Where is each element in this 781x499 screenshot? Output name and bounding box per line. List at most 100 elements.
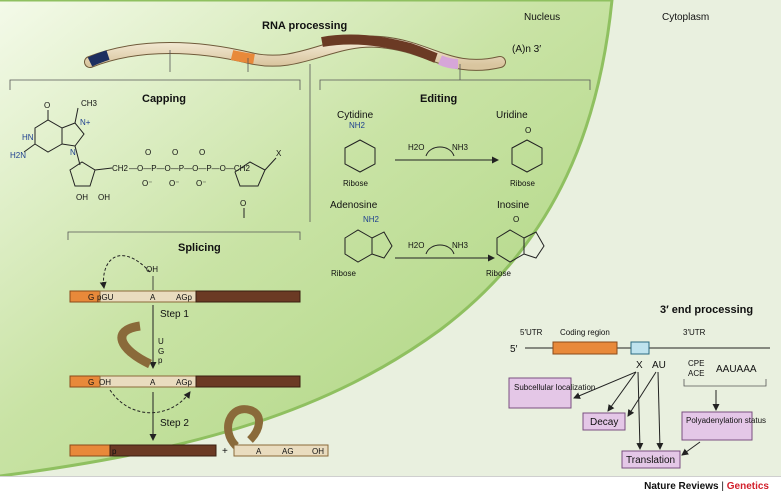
h2o-1: H2O — [408, 143, 424, 152]
svg-text:O⁻: O⁻ — [196, 179, 206, 188]
svg-text:O: O — [199, 148, 205, 157]
splice-u: U — [158, 337, 164, 346]
splice-a2: A — [150, 378, 156, 387]
adenosine-ribose: Ribose — [331, 269, 356, 278]
uridine-ring — [511, 139, 543, 173]
footer-credit: Nature Reviews | Genetics — [644, 481, 769, 492]
adenosine-label: Adenosine — [330, 200, 378, 211]
step1-attack-arrow — [99, 255, 151, 289]
polyadenylation-box — [681, 411, 753, 441]
utr5-label: 5′UTR — [520, 328, 543, 337]
splice-plus: + — [222, 446, 228, 457]
excised-intron — [233, 444, 329, 457]
inosine-label: Inosine — [497, 200, 530, 211]
svg-text:N: N — [70, 148, 76, 157]
splice-g1: G — [88, 293, 94, 302]
translation-box — [621, 450, 681, 469]
ace-label: ACE — [688, 369, 704, 378]
mrna-strand — [84, 34, 506, 71]
rna-processing-title: RNA processing — [262, 20, 347, 32]
translation-label: Translation — [626, 455, 675, 466]
svg-text:O: O — [44, 101, 50, 110]
splice-pgu: pGU — [97, 293, 114, 302]
lariat-2 — [224, 405, 263, 449]
utr3-label: 3′UTR — [683, 328, 706, 337]
splice-g3: G — [88, 378, 94, 387]
aauaaa-label: AAUAAA — [716, 364, 757, 375]
adenosine-nh2: NH2 — [363, 215, 380, 224]
inosine-ring — [496, 229, 545, 263]
svg-text:O: O — [513, 215, 519, 224]
inosine-ribose: Ribose — [486, 269, 511, 278]
splice-agp1: AGp — [176, 293, 193, 302]
regulatory-element-box — [630, 341, 650, 355]
au-label: AU — [652, 360, 666, 371]
exon-2b — [195, 375, 301, 388]
subcellular-label: Subcellular localization — [514, 383, 595, 392]
footer: Nature Reviews | Genetics — [0, 476, 781, 499]
uridine-label: Uridine — [496, 110, 528, 121]
editing-site-segment — [438, 55, 459, 69]
editing-heading: Editing — [420, 93, 457, 105]
splice-p2: p — [112, 447, 117, 456]
svg-text:H2N: H2N — [10, 151, 26, 160]
coding-label: Coding region — [560, 328, 610, 337]
splice-agp2: AGp — [176, 378, 193, 387]
cytidine-nh2: NH2 — [349, 121, 366, 130]
exon-2c — [109, 444, 217, 457]
journal-name: Nature Reviews — [644, 481, 719, 492]
splice-g2: G — [158, 347, 164, 356]
cytidine-label: Cytidine — [337, 110, 374, 121]
footer-separator: | — [721, 481, 724, 492]
x-label: X — [636, 360, 643, 371]
coding-region-box — [552, 341, 618, 355]
splice-oh1: OH — [146, 265, 158, 274]
splicing-panel: G pGU A AGp OH Step 1 U G p G OH A AGp S… — [69, 255, 329, 457]
svg-text:O: O — [240, 199, 246, 208]
exon-1b — [69, 375, 101, 388]
section-name: Genetics — [726, 481, 769, 492]
lariat-1 — [117, 321, 152, 369]
adenosine-curve — [425, 244, 455, 255]
panel-connectors — [9, 50, 591, 240]
cytidine-ring — [344, 139, 376, 173]
uridine-ribose: Ribose — [510, 179, 535, 188]
capping-structure: O HN H2N N+ CH3 N OH OH CH2 —O—P—O—P—O—P… — [10, 99, 282, 218]
cytidine-ribose: Ribose — [343, 179, 368, 188]
exon-2a — [195, 290, 301, 303]
svg-text:N+: N+ — [80, 118, 91, 127]
step2-label: Step 2 — [160, 418, 189, 429]
cytidine-curve — [425, 146, 455, 157]
polyadenylation-label: Polyadenylation status — [686, 416, 766, 425]
splice-a1: A — [150, 293, 156, 302]
step2-attack-arrow — [109, 389, 191, 414]
nucleus-label: Nucleus — [524, 12, 560, 23]
svg-text:HN: HN — [22, 133, 34, 142]
intron-segment — [321, 34, 438, 63]
capping-heading: Capping — [142, 93, 186, 105]
svg-text:OH: OH — [98, 193, 110, 202]
end-processing-panel: 3′ end processing 5′UTR Coding region 3′… — [508, 304, 770, 469]
exon-1c — [69, 444, 111, 457]
decay-box — [582, 412, 626, 431]
svg-text:O⁻: O⁻ — [169, 179, 179, 188]
methyl-group: CH3 — [81, 99, 98, 108]
cpe-label: CPE — [688, 359, 704, 368]
poly-a-tail: (A)n 3′ — [512, 44, 541, 55]
splice-p1: p — [158, 356, 163, 365]
svg-text:—O—P—O—P—O—P—O—CH2: —O—P—O—P—O—P—O—CH2 — [129, 164, 250, 173]
cap-segment — [87, 50, 110, 67]
splice-ag: AG — [282, 447, 294, 456]
five-prime-label: 5′ — [510, 344, 518, 355]
editing-panel: Cytidine Uridine NH2 O Ribose Ribose H2O… — [330, 110, 545, 278]
cytoplasm-label: Cytoplasm — [662, 12, 709, 23]
splice-a3: A — [256, 447, 262, 456]
subcellular-box — [508, 377, 572, 409]
svg-text:O: O — [525, 126, 531, 135]
diagram-canvas: Nucleus Cytoplasm RNA processing (A)n 3′… — [0, 0, 781, 478]
splicing-heading: Splicing — [178, 242, 221, 254]
end-processing-heading: 3′ end processing — [660, 304, 753, 316]
svg-text:O⁻: O⁻ — [142, 179, 152, 188]
svg-text:O: O — [172, 148, 178, 157]
